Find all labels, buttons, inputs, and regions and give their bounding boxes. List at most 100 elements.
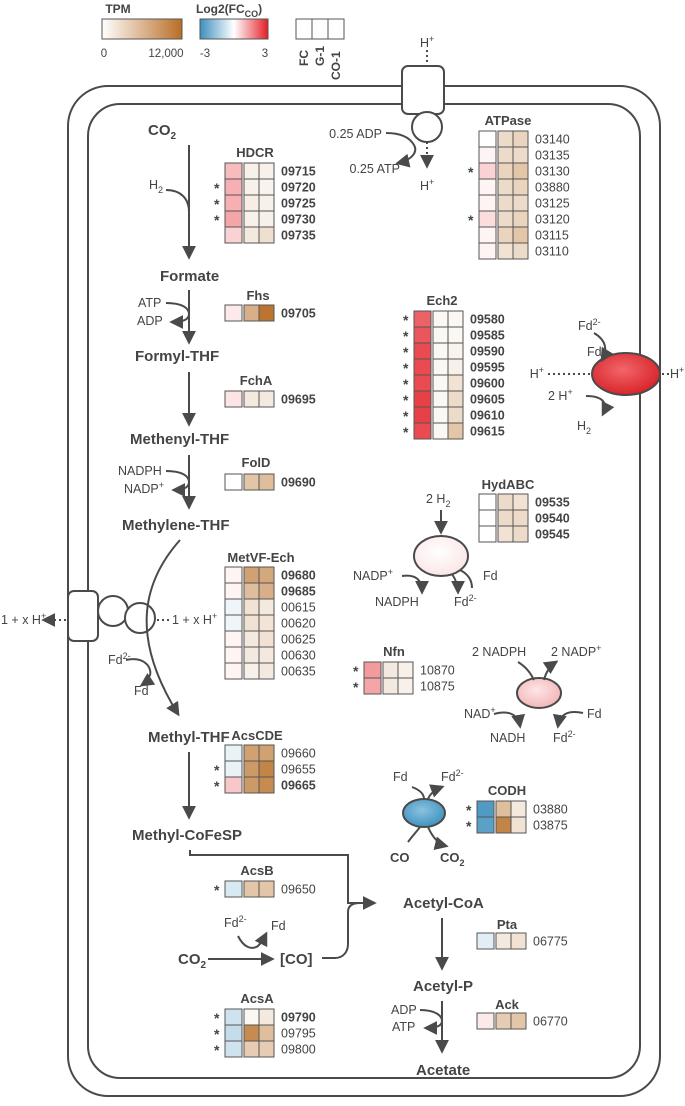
heat-cell-metvf-00625-g1 — [243, 630, 260, 648]
metabolite-co2-bottom: CO2 — [178, 951, 207, 971]
enzyme-title-ech2: Ech2 — [426, 293, 457, 308]
h2-join-line — [165, 189, 190, 213]
heat-cell-atpase-03125-fc — [478, 194, 497, 212]
nfn-nadh-arrow — [493, 711, 526, 729]
gene-id-ech2-09580: 09580 — [470, 313, 505, 327]
heat-cell-metvf-09680-fc — [224, 566, 243, 584]
heat-cell-hdcr-09735-co1 — [258, 226, 275, 244]
atp-adp-fhs-arrow — [165, 302, 191, 329]
heat-cell-nfn-10875-co1 — [397, 677, 414, 695]
heat-cell-acscde-09665-co1 — [258, 776, 275, 794]
heat-cell-atpase-03130-co1 — [512, 162, 529, 180]
heat-cell-codh-03880-fc — [476, 800, 495, 818]
heat-cell-atpase-03110-co1 — [512, 242, 529, 260]
legend: TPM 0 12,000 Log2(FCCO) -3 3 FC G-1 CO-1 — [101, 2, 345, 80]
nfn-complex: 2 NADPH 2 NADP+ NAD+ NADH Fd Fd2- — [464, 643, 602, 745]
gene-id-acscde-09655: 09655 — [281, 763, 316, 777]
metvf-membrane-box — [67, 590, 99, 642]
fd-acsa-arrow — [237, 931, 268, 949]
heat-cell-ech2-09590-fc — [413, 342, 432, 360]
heat-cell-acscde-09665-fc — [224, 776, 243, 794]
ech2-2h: 2 H+ — [548, 387, 573, 403]
nfn-nadph-line — [517, 661, 535, 681]
metabolite-methylene-thf: Methylene-THF — [122, 517, 230, 534]
significance-star-ech2-09615: * — [403, 424, 409, 440]
significance-star-nfn-10870: * — [353, 663, 359, 679]
cofactor-fd2-metvf: Fd2- — [108, 651, 131, 667]
enzyme-heatmaps: HDCR0971509720*09725*09730*09735Fhs09705… — [214, 113, 570, 1058]
heat-cell-metvf-00635-co1 — [258, 662, 275, 680]
heat-cell-ech2-09610-fc — [413, 406, 432, 424]
heat-cell-atpase-03140-co1 — [512, 130, 529, 148]
metvf-rotor-1 — [97, 595, 129, 627]
cofactor-nadp-fold: NADP+ — [124, 480, 164, 496]
hydabc-2h2: 2 H2 — [426, 492, 450, 509]
heat-cell-atpase-03120-fc — [478, 210, 497, 228]
atpase-h-inside: H+ — [420, 177, 434, 193]
legend-fc-max: 3 — [262, 48, 268, 60]
heat-cell-metvf-09685-fc — [224, 582, 243, 600]
significance-star-ech2-09605: * — [403, 392, 409, 408]
ech2-h2: H2 — [577, 419, 591, 436]
hydabc-fd2: Fd2- — [454, 593, 477, 609]
gene-id-ech2-09590: 09590 — [470, 345, 505, 359]
heat-cell-nfn-10875-g1 — [382, 677, 399, 695]
heat-cell-codh-03875-co1 — [510, 816, 527, 834]
legend-tpm-max: 12,000 — [148, 48, 183, 60]
enzyme-title-nfn: Nfn — [383, 644, 405, 659]
metabolite-methenyl-thf: Methenyl-THF — [130, 431, 229, 448]
nfn-fd-arrow — [552, 711, 584, 729]
ech2-complex: H+ H+ Fd2- Fd 2 H+ H2 — [530, 317, 685, 436]
legend-fc-bar — [199, 18, 269, 40]
cofactor-fd2-acsa: Fd2- — [224, 914, 247, 930]
nfn-nadh: NADH — [490, 731, 525, 745]
significance-star-acscde-09665: * — [214, 778, 220, 794]
fd-metvf-arrow — [125, 658, 156, 687]
heat-cell-hdcr-09715-co1 — [258, 162, 275, 180]
codh-co2-arrow — [427, 826, 449, 851]
heat-cell-ech2-09580-fc — [413, 310, 432, 328]
heat-cell-atpase-03110-fc — [478, 242, 497, 260]
metabolite-co2-top: CO2 — [148, 122, 177, 142]
heat-cell-ech2-09615-co1 — [447, 422, 464, 440]
heat-cell-hydabc-09535-co1 — [512, 493, 529, 511]
heat-cell-nfn-10870-co1 — [397, 661, 414, 679]
heat-cell-ech2-09600-fc — [413, 374, 432, 392]
heat-cell-ech2-09615-g1 — [432, 422, 449, 440]
gene-id-codh-03880: 03880 — [533, 803, 568, 817]
heat-cell-ech2-09580-g1 — [432, 310, 449, 328]
atpase-membrane-box — [401, 65, 445, 115]
gene-id-acsa-09795: 09795 — [281, 1027, 316, 1041]
heat-cell-atpase-03115-g1 — [497, 226, 514, 244]
significance-star-codh-03875: * — [466, 818, 472, 834]
heat-cell-metvf-00615-fc — [224, 598, 243, 616]
legend-tpm-bar — [101, 18, 183, 40]
atpase-adp-atp-arrow — [385, 132, 417, 168]
hydabc-enzyme-ellipse — [413, 535, 469, 577]
heat-cell-ech2-09605-co1 — [447, 390, 464, 408]
gene-id-ech2-09615: 09615 — [470, 425, 505, 439]
metabolite-formate: Formate — [160, 268, 219, 285]
enzyme-title-fold: FolD — [242, 455, 271, 470]
legend-col-co1: CO-1 — [329, 51, 343, 80]
heat-cell-atpase-03120-g1 — [497, 210, 514, 228]
heat-cell-acscde-09655-g1 — [243, 760, 260, 778]
atpase-rotor — [411, 111, 443, 143]
codh-complex: Fd Fd2- CO CO2 — [390, 768, 465, 868]
enzyme-title-pta: Pta — [497, 917, 518, 932]
metabolite-acetyl-p: Acetyl-P — [413, 978, 473, 995]
enzyme-title-fhs: Fhs — [246, 288, 269, 303]
arrow-methylenethf-methylthf — [145, 539, 181, 717]
heat-cell-metvf-00620-co1 — [258, 614, 275, 632]
ech2-fd2: Fd2- — [578, 317, 601, 333]
gene-id-metvf-00630: 00630 — [281, 649, 316, 663]
legend-tpm-min: 0 — [101, 48, 107, 60]
significance-star-acsb-09650: * — [214, 882, 220, 898]
heat-cell-acsa-09790-g1 — [243, 1008, 260, 1026]
